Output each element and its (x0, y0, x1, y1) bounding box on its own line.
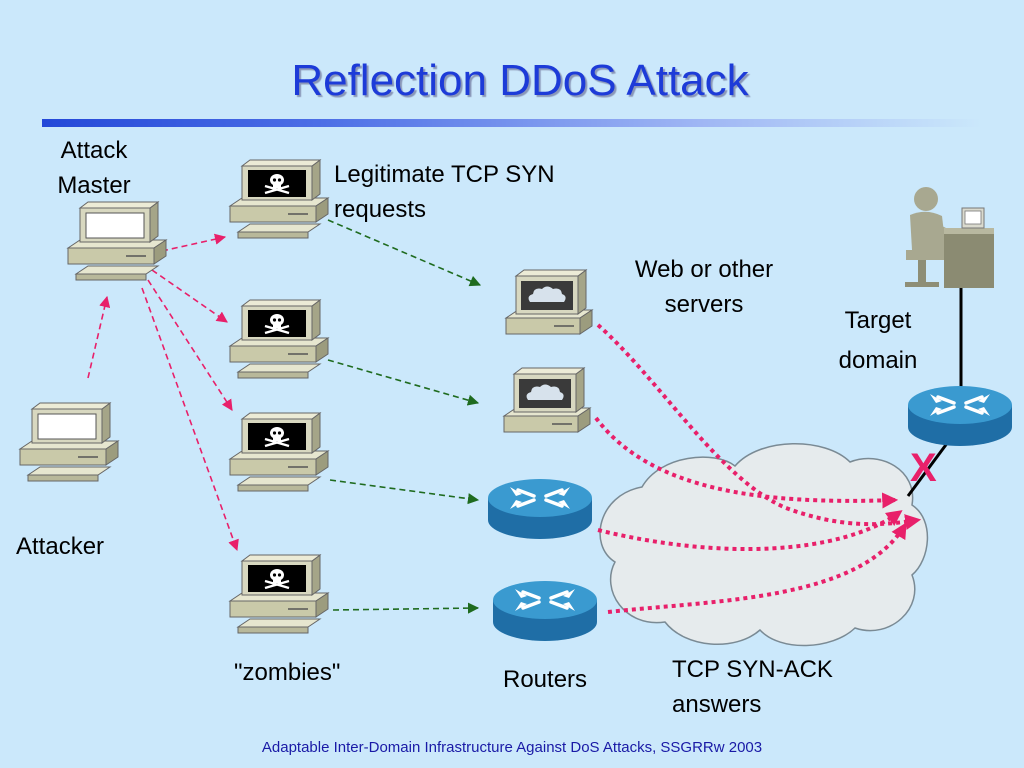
web-server-icon-2[interactable] (503, 367, 591, 433)
zombie1-to-server1-arrow (327, 219, 482, 287)
zombie4-to-router2-arrow (332, 602, 480, 614)
master-to-zombie4-arrow (141, 287, 239, 552)
target-domain-label: Target domain (838, 307, 918, 374)
blocked-x-mark: X (910, 446, 937, 490)
zombie3-to-router1-arrow (329, 479, 480, 505)
target-uplink-wire (906, 441, 950, 497)
footer-citation: Adaptable Inter-Domain Infrastructure Ag… (261, 739, 763, 756)
reflector-router-icon-2[interactable] (491, 579, 599, 643)
web-servers-label: Web or other servers (634, 256, 774, 318)
syn-ack-label: TCP SYN-ACK answers (672, 656, 833, 718)
target-router-icon[interactable] (906, 384, 1014, 448)
zombies-label: "zombies" (234, 659, 341, 686)
attack-master-pc-icon[interactable] (67, 201, 167, 281)
cloud-icon (599, 443, 929, 647)
synack-arrow-3 (597, 510, 903, 551)
legit-syn-label: Legitimate TCP SYN requests (334, 161, 555, 223)
user-at-desk-icon[interactable] (905, 187, 994, 288)
master-to-zombie3-arrow (147, 279, 233, 411)
web-server-icon-1[interactable] (505, 269, 593, 335)
reflector-router-icon-1[interactable] (486, 477, 594, 541)
zombie-pc-icon-1[interactable] (228, 158, 330, 240)
attacker-pc-icon[interactable] (19, 402, 119, 482)
attack-master-label: Attack Master (57, 137, 131, 199)
master-to-zombie1-arrow (161, 233, 227, 252)
zombie-pc-icon-2[interactable] (228, 298, 330, 380)
routers-label: Routers (503, 666, 588, 693)
synack-arrow-1 (596, 323, 922, 530)
zombie-pc-icon-3[interactable] (228, 411, 330, 493)
zombie2-to-server2-arrow (327, 359, 480, 406)
slide-title: Reflection DDoS Attack (291, 56, 749, 105)
attacker-to-master-arrow (87, 295, 111, 379)
master-to-zombie2-arrow (151, 269, 228, 323)
synack-arrow-2 (594, 416, 899, 509)
zombie-pc-icon-4[interactable] (228, 553, 330, 635)
attacker-label: Attacker (16, 533, 105, 560)
title-rule (42, 119, 982, 127)
